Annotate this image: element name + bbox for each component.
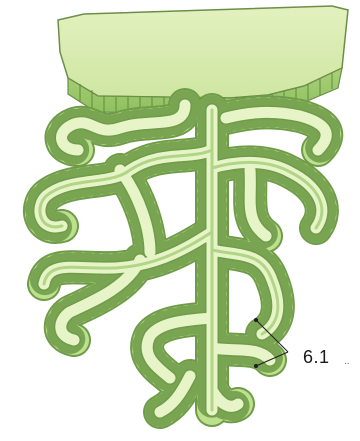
label-dots: .. bbox=[344, 357, 350, 367]
part-label: 6.1 bbox=[303, 347, 330, 367]
branched-ducts bbox=[40, 105, 326, 412]
